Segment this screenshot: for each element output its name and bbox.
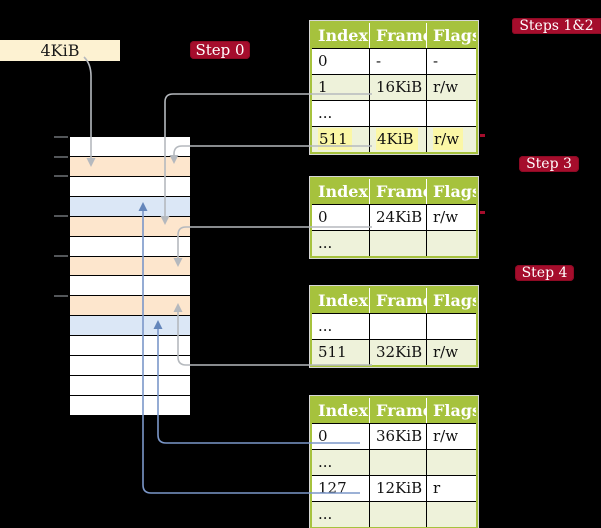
memory-frame-row	[70, 316, 190, 336]
flags-cell	[426, 450, 476, 475]
index-cell: 0	[318, 427, 328, 445]
column-header: Flags	[426, 179, 476, 204]
memory-frame-row	[70, 256, 190, 276]
flags-cell: r/w	[426, 75, 476, 100]
memory-frame-row	[70, 156, 190, 176]
column-header: Index	[318, 401, 369, 420]
index-cell: ...	[318, 453, 333, 471]
frame-cell	[369, 450, 426, 475]
flags-cell: r/w	[426, 424, 476, 449]
step-3-badge: Step 3	[519, 156, 579, 172]
address-tick-marks	[54, 136, 68, 297]
page-table-level2: Index Frame Flags ... 511 32KiB r/w	[310, 286, 478, 367]
table-row: ...	[312, 230, 476, 256]
column-header: Frame	[369, 179, 426, 204]
table-row: 1 16KiB r/w	[312, 74, 476, 100]
flags-cell: r/w	[426, 127, 476, 152]
memory-frame-row	[70, 236, 190, 256]
index-cell: ...	[318, 234, 333, 252]
index-cell: 127	[318, 479, 347, 497]
memory-frame-row	[70, 296, 190, 316]
memory-frame-row	[70, 276, 190, 296]
memory-frame-row	[70, 356, 190, 376]
index-cell: 0	[318, 52, 328, 70]
table-row-highlighted: 511 4KiB r/w	[312, 126, 476, 152]
page-table-level4: Index Frame Flags 0 - - 1 16KiB r/w ... …	[310, 21, 478, 154]
frame-cell: 32KiB	[369, 340, 426, 365]
memory-frame-row	[70, 336, 190, 356]
page-table-level3: Index Frame Flags 0 24KiB r/w ...	[310, 177, 478, 258]
flags-cell	[426, 502, 476, 527]
frame-cell: 16KiB	[369, 75, 426, 100]
table-row: 511 32KiB r/w	[312, 339, 476, 365]
flags-cell	[426, 231, 476, 256]
column-header: Frame	[369, 288, 426, 313]
page-table-level1: Index Frame Flags 0 36KiB r/w ... 127 12…	[310, 396, 478, 528]
frame-size-label: 4KiB	[0, 40, 120, 61]
table-row: 0 24KiB r/w	[312, 204, 476, 230]
table-row: 127 12KiB r	[312, 475, 476, 501]
highlight: 4KiB	[376, 128, 418, 150]
flags-cell	[426, 101, 476, 126]
memory-frame-row	[70, 137, 190, 156]
table-row: 0 - -	[312, 48, 476, 74]
column-header: Frame	[369, 398, 426, 423]
frame-cell: 4KiB	[369, 127, 426, 152]
memory-frame-row	[70, 395, 190, 415]
flags-cell: -	[426, 49, 476, 74]
column-header: Flags	[426, 288, 476, 313]
frame-cell: 12KiB	[369, 476, 426, 501]
table-header-row: Index Frame Flags	[312, 398, 476, 423]
table-header-row: Index Frame Flags	[312, 179, 476, 204]
step-4-badge: Step 4	[515, 265, 574, 281]
flags-cell: r/w	[426, 205, 476, 230]
index-cell: 0	[318, 208, 328, 226]
memory-frame-row	[70, 216, 190, 236]
step-0-badge: Step 0	[190, 41, 250, 59]
column-header: Flags	[426, 398, 476, 423]
table-row: ...	[312, 449, 476, 475]
memory-frame-row	[70, 196, 190, 216]
table-row: ...	[312, 313, 476, 339]
memory-frame-row	[70, 176, 190, 196]
highlight: 511	[318, 128, 352, 150]
frame-cell	[369, 502, 426, 527]
flags-cell: r	[426, 476, 476, 501]
column-header: Flags	[426, 23, 476, 48]
steps-1-2-badge: Steps 1&2	[512, 18, 601, 34]
index-cell: 511	[318, 343, 347, 361]
active-entry-markers	[480, 134, 485, 214]
frame-cell	[369, 314, 426, 339]
frame-cell	[369, 231, 426, 256]
column-header: Index	[318, 182, 369, 201]
flags-cell	[426, 314, 476, 339]
frame-cell: 24KiB	[369, 205, 426, 230]
table-row: ...	[312, 100, 476, 126]
index-cell: ...	[318, 104, 333, 122]
table-row: 0 36KiB r/w	[312, 423, 476, 449]
highlight: r/w	[433, 128, 464, 150]
flags-cell: r/w	[426, 340, 476, 365]
frame-cell	[369, 101, 426, 126]
column-header: Index	[318, 26, 369, 45]
frame-cell: 36KiB	[369, 424, 426, 449]
table-header-row: Index Frame Flags	[312, 23, 476, 48]
table-row: ...	[312, 501, 476, 527]
index-cell: 511	[312, 127, 369, 152]
column-header: Frame	[369, 23, 426, 48]
column-header: Index	[318, 291, 369, 310]
physical-memory-column	[70, 137, 190, 415]
frame-cell: -	[369, 49, 426, 74]
table-header-row: Index Frame Flags	[312, 288, 476, 313]
memory-frame-row	[70, 376, 190, 395]
index-cell: 1	[318, 78, 328, 96]
index-cell: ...	[318, 317, 333, 335]
index-cell: ...	[318, 505, 333, 523]
